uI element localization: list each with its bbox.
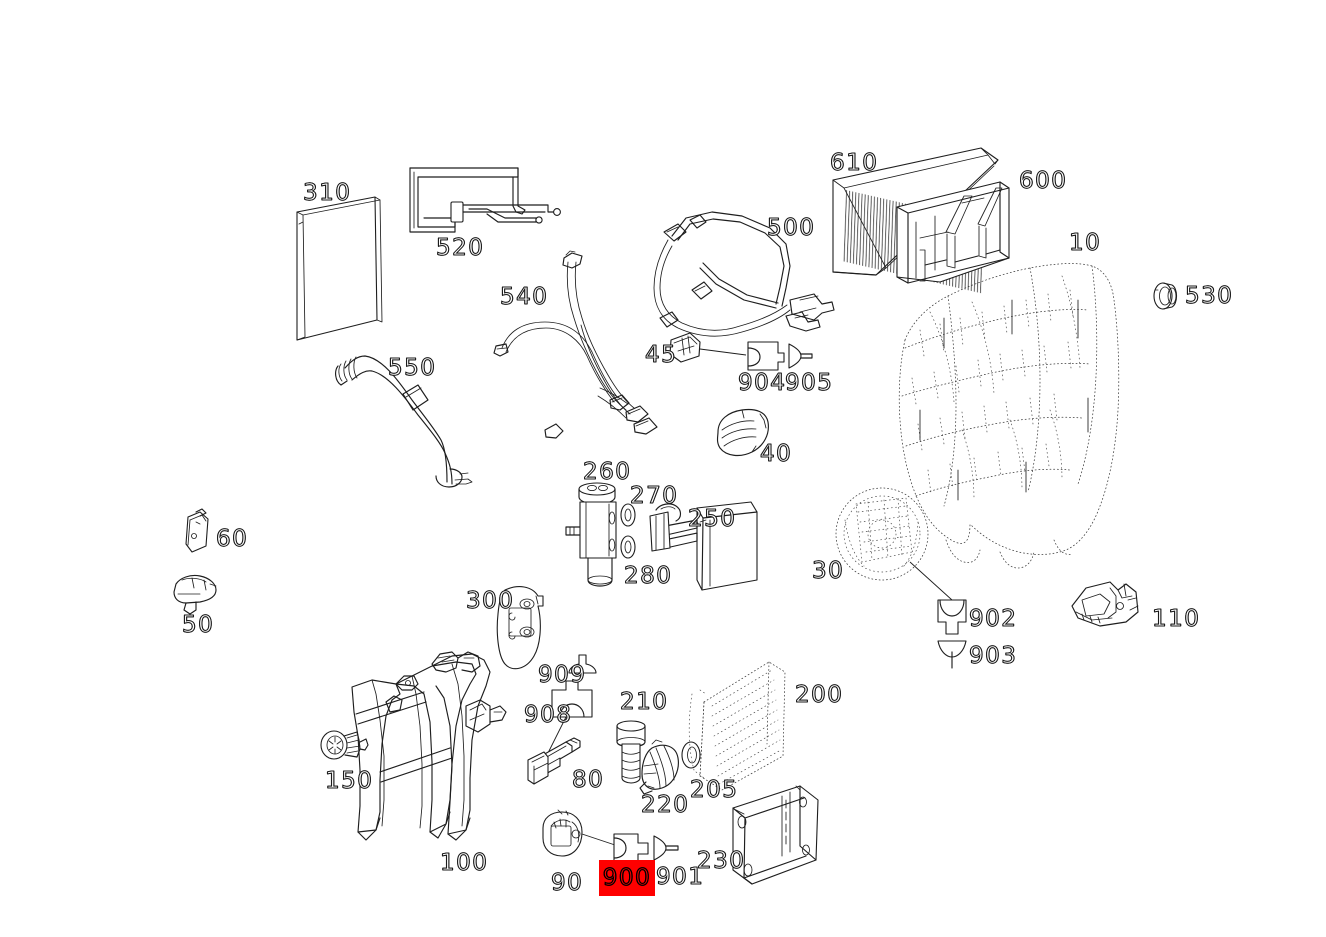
part-280-oring	[620, 535, 636, 559]
callout-610[interactable]: 610	[829, 150, 879, 176]
part-10-housing	[898, 263, 1120, 569]
callout-90[interactable]: 90	[550, 870, 584, 896]
part-50-bracket	[173, 574, 217, 615]
callout-150[interactable]: 150	[324, 768, 374, 794]
part-300-cover	[496, 586, 544, 670]
callout-200[interactable]: 200	[794, 682, 844, 708]
part-500-harness	[653, 211, 835, 337]
callout-230[interactable]: 230	[696, 848, 746, 874]
part-260-expansion-valve	[565, 482, 617, 587]
part-270-oring	[620, 503, 636, 527]
callout-540[interactable]: 540	[499, 284, 549, 310]
part-900-clip	[613, 833, 649, 863]
part-210-cartridge	[616, 720, 646, 784]
callout-903[interactable]: 903	[968, 643, 1018, 669]
part-220-fitting	[639, 739, 679, 795]
part-540-harness	[493, 250, 658, 439]
highlight-box-900[interactable]: 900	[599, 860, 655, 896]
callout-205[interactable]: 205	[689, 777, 739, 803]
callout-310[interactable]: 310	[302, 180, 352, 206]
callout-901[interactable]: 901	[655, 864, 705, 890]
callout-210[interactable]: 210	[619, 689, 669, 715]
part-80-sensor	[527, 737, 581, 785]
part-100-duct	[351, 651, 507, 841]
callout-550[interactable]: 550	[387, 355, 437, 381]
callout-30[interactable]: 30	[811, 558, 845, 584]
callout-600[interactable]: 600	[1018, 168, 1068, 194]
callout-40[interactable]: 40	[759, 441, 793, 467]
callout-280[interactable]: 280	[623, 563, 673, 589]
callout-45[interactable]: 45	[644, 342, 678, 368]
callout-530[interactable]: 530	[1184, 283, 1234, 309]
part-250-evaporator	[649, 501, 758, 591]
part-908-clip	[545, 680, 593, 758]
part-903-clip	[937, 640, 967, 669]
part-520-lines	[409, 167, 561, 233]
part-30-blower	[835, 487, 953, 601]
part-310-panel	[296, 196, 383, 341]
part-905-clip	[788, 343, 813, 369]
callout-100[interactable]: 100	[439, 850, 489, 876]
callout-500[interactable]: 500	[766, 215, 816, 241]
part-550-hose	[335, 355, 473, 488]
callout-270[interactable]: 270	[629, 483, 679, 509]
part-200-heater-core	[688, 661, 786, 791]
callout-10[interactable]: 10	[1068, 230, 1102, 256]
part-904-clip	[747, 341, 785, 371]
callout-60[interactable]: 60	[215, 526, 249, 552]
callout-260[interactable]: 260	[582, 459, 632, 485]
part-110-bracket	[1071, 581, 1139, 627]
callout-909[interactable]: 909	[537, 662, 587, 688]
part-45-connector	[669, 332, 747, 363]
part-909-clip	[568, 654, 597, 674]
part-901-clip	[653, 835, 679, 861]
callout-300[interactable]: 300	[465, 588, 515, 614]
callout-110[interactable]: 110	[1151, 606, 1201, 632]
callout-908[interactable]: 908	[523, 702, 573, 728]
callout-905[interactable]: 905	[784, 370, 834, 396]
part-60-actuator	[185, 508, 209, 553]
callout-902[interactable]: 902	[968, 606, 1018, 632]
callout-250[interactable]: 250	[687, 506, 737, 532]
callout-900[interactable]: 900	[602, 864, 652, 891]
callout-50[interactable]: 50	[181, 612, 215, 638]
callout-520[interactable]: 520	[435, 235, 485, 261]
part-530-grommet	[1153, 282, 1178, 310]
part-205-oring	[681, 741, 701, 769]
part-230-condenser	[732, 785, 819, 885]
callout-80[interactable]: 80	[571, 767, 605, 793]
part-90-actuator	[542, 809, 619, 857]
part-902-clip	[937, 599, 967, 635]
callout-220[interactable]: 220	[640, 792, 690, 818]
part-150-screw	[320, 730, 369, 760]
callout-904[interactable]: 904	[737, 370, 787, 396]
part-600-housing	[896, 181, 1010, 284]
part-40-seal	[716, 408, 769, 457]
